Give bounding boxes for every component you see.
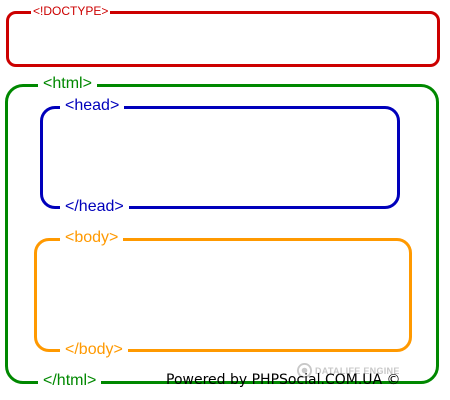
html-close-tag: </html>	[38, 373, 102, 389]
body-close-tag: </body>	[60, 342, 128, 358]
doctype-box	[6, 11, 440, 67]
datalife-logo-icon	[297, 363, 312, 378]
head-close-tag: </head>	[60, 199, 129, 215]
head-box	[40, 106, 400, 209]
watermark-text: DATALIFE ENGINE	[315, 365, 400, 376]
body-box	[34, 238, 412, 352]
html-box	[5, 84, 439, 384]
doctype-label: <!DOCTYPE>	[31, 4, 111, 18]
powered-by-text: Powered by PHPSocial.COM.UA ©	[166, 372, 401, 388]
body-open-tag: <body>	[60, 230, 124, 246]
html-open-tag: <html>	[38, 76, 97, 92]
watermark: DATALIFE ENGINE	[297, 363, 400, 378]
head-open-tag: <head>	[60, 98, 125, 114]
